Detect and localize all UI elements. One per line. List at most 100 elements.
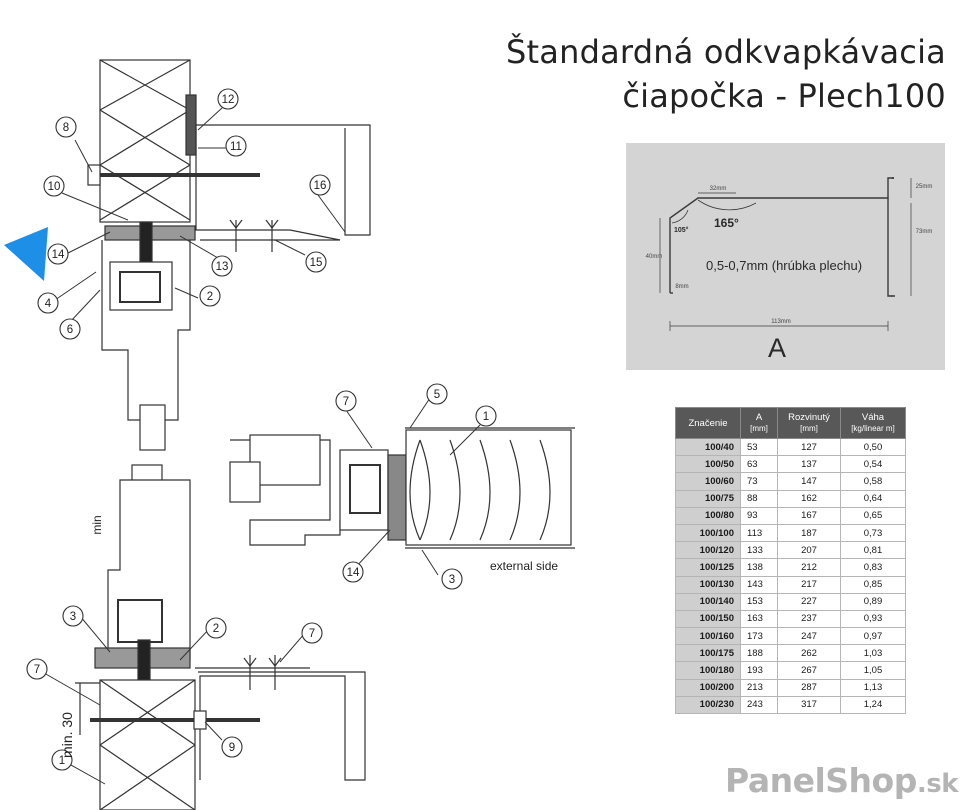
dim-small: 8mm: [675, 284, 688, 290]
dim-top: 32mm: [710, 186, 727, 192]
callout-6: 6: [67, 324, 73, 336]
bottom-insulation-panel: [99, 679, 196, 810]
table-cell: 227: [777, 592, 841, 611]
table-cell: 143: [740, 575, 778, 594]
table-cell: 100/120: [675, 541, 741, 560]
table-cell: 1,05: [840, 661, 906, 680]
table-cell: 173: [740, 627, 778, 646]
table-cell: 100/160: [675, 627, 741, 646]
table-cell: 188: [740, 644, 778, 663]
profile-label-a: A: [768, 333, 786, 363]
dim-bottom: 113mm: [771, 319, 791, 325]
callout-2: 2: [207, 291, 213, 303]
table-cell: 243: [740, 695, 778, 715]
header-vaha: Váha[kg/linear m]: [840, 407, 906, 439]
table-cell: 287: [777, 678, 841, 697]
table-cell: 0,83: [840, 558, 906, 577]
table-cell: 247: [777, 627, 841, 646]
table-cell: 0,93: [840, 609, 906, 629]
callout-7-bottom-left: 7: [34, 664, 40, 676]
table-cell: 63: [740, 455, 778, 474]
title-line-1: Štandardná odkvapkávacia: [506, 33, 946, 71]
table-cell: 138: [740, 558, 778, 577]
table-cell: 100/140: [675, 592, 741, 611]
callout-11: 11: [230, 141, 242, 153]
table-cell: 127: [777, 437, 841, 457]
title-line-2: čiapočka - Plech100: [622, 77, 946, 115]
callout-12: 12: [222, 94, 235, 106]
table-cell: 1,24: [840, 695, 906, 715]
table-cell: 0,81: [840, 541, 906, 560]
table-cell: 1,03: [840, 644, 906, 663]
table-cell: 100/50: [675, 455, 741, 474]
table-cell: 0,73: [840, 523, 906, 543]
dim-left: 40mm: [646, 254, 663, 260]
table-cell: 267: [777, 661, 841, 680]
callout-7-bottom-right: 7: [309, 628, 315, 640]
callout-16: 16: [314, 180, 327, 192]
table-cell: 53: [740, 437, 778, 457]
callout-13: 13: [216, 261, 229, 273]
table-cell: 100/100: [675, 523, 741, 543]
table-cell: 162: [777, 489, 841, 508]
table-cell: 0,54: [840, 455, 906, 474]
external-side-label: external side: [490, 559, 558, 573]
table-cell: 217: [777, 575, 841, 594]
horizontal-section: [229, 427, 575, 549]
table-cell: 133: [740, 541, 778, 560]
callout-8: 8: [63, 122, 69, 134]
angle-large: 165°: [714, 216, 739, 230]
callout-4: 4: [45, 298, 52, 310]
top-insulation-panel: [99, 59, 197, 223]
min-30-label: min. 30: [59, 712, 75, 758]
table-cell: 88: [740, 489, 778, 508]
table-cell: 212: [777, 558, 841, 577]
table-cell: 100/230: [675, 695, 741, 715]
callout-10: 10: [48, 181, 61, 193]
callout-14: 14: [52, 249, 65, 261]
table-cell: 0,50: [840, 437, 906, 457]
callout-1-bottom: 1: [59, 755, 65, 767]
table-cell: 0,85: [840, 575, 906, 594]
table-cell: 100/180: [675, 661, 741, 680]
table-cell: 0,65: [840, 506, 906, 525]
spec-table: Značenie A[mm] Rozvinutý[mm] Váha[kg/lin…: [675, 407, 906, 715]
table-cell: 147: [777, 472, 841, 491]
table-cell: 0,89: [840, 592, 906, 611]
callout-3-bottom: 3: [70, 611, 76, 623]
table-cell: 153: [740, 592, 778, 611]
header-oznacenie: Značenie: [675, 407, 741, 439]
thickness-note: 0,5-0,7mm (hrúbka plechu): [706, 258, 862, 273]
angle-small: 105°: [674, 226, 689, 234]
table-cell: 0,58: [840, 472, 906, 491]
table-cell: 0,97: [840, 627, 906, 646]
callout-9: 9: [229, 742, 235, 754]
callout-1-mid: 1: [483, 411, 489, 423]
table-cell: 93: [740, 506, 778, 525]
table-cell: 100/150: [675, 609, 741, 629]
table-cell: 163: [740, 609, 778, 629]
table-cell: 100/80: [675, 506, 741, 525]
header-a: A[mm]: [740, 407, 778, 439]
table-cell: 100/130: [675, 575, 741, 594]
callout-14-mid: 14: [347, 567, 360, 579]
panelshop-logo: PanelShop.sk: [725, 761, 958, 800]
table-cell: 100/125: [675, 558, 741, 577]
table-cell: 237: [777, 609, 841, 629]
table-cell: 113: [740, 523, 778, 543]
callout-7-mid: 7: [343, 396, 349, 408]
table-header-row: Značenie A[mm] Rozvinutý[mm] Váha[kg/lin…: [675, 407, 906, 439]
